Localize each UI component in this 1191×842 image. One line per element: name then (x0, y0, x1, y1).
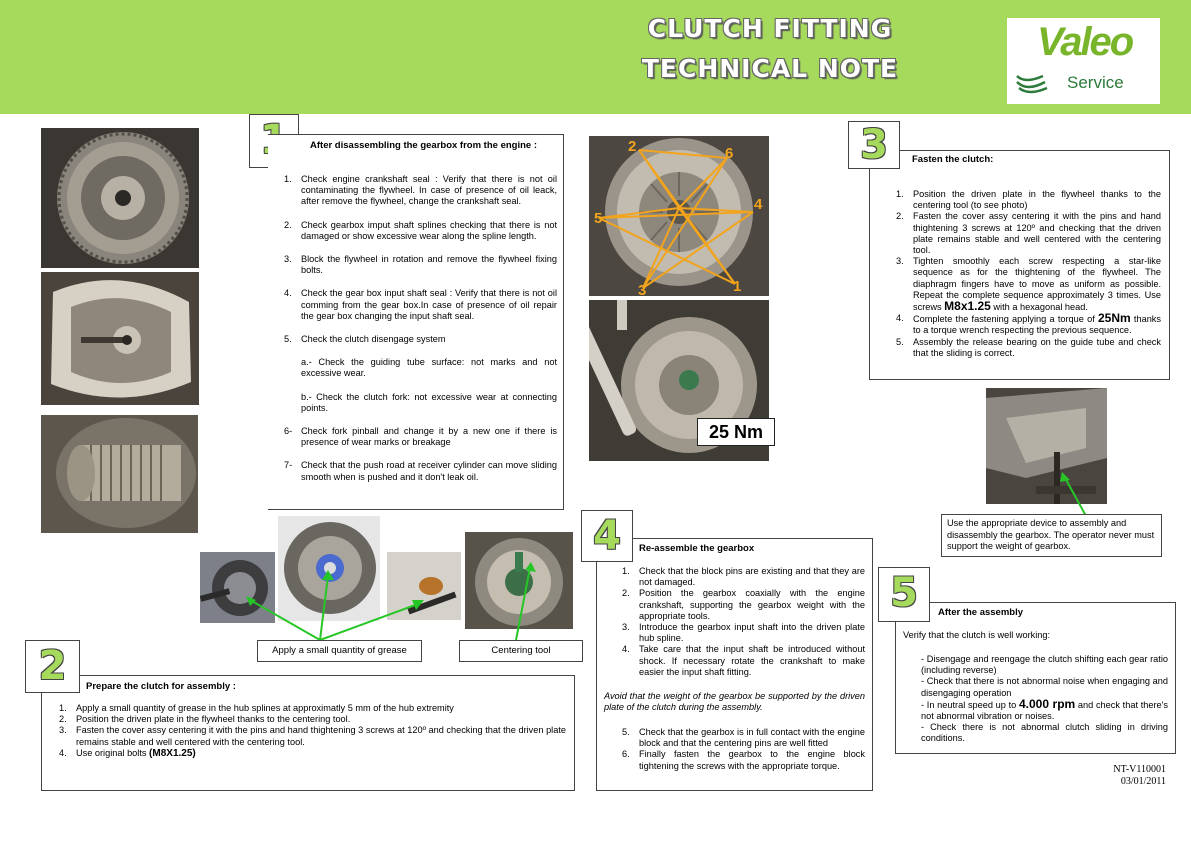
header-banner: CLUTCH FITTING TECHNICAL NOTE Valeo Serv… (0, 0, 1191, 114)
valeo-logo: Valeo Service (1007, 18, 1160, 104)
sequence-label: 1 (733, 278, 742, 295)
section3-step: 5.Assembly the release bearing on the gu… (896, 336, 1161, 358)
section5-heading: After the assembly (938, 607, 1024, 618)
section4-box (596, 538, 873, 791)
section1-step: 1.Check engine crankshaft seal : Verify … (284, 174, 557, 207)
torque-label: 25 Nm (697, 418, 775, 446)
sequence-label: 4 (754, 196, 763, 213)
section1-step: 3.Block the flywheel in rotation and rem… (284, 254, 557, 276)
document-date: 03/01/2011 (1120, 776, 1166, 787)
section5-line: - In neutral speed up to 4.000 rpm and c… (921, 696, 1168, 722)
section1-heading: After disassembling the gearbox from the… (310, 140, 537, 151)
section5-box (895, 602, 1176, 754)
photo-grease-tube (387, 552, 461, 620)
section2-step: 3.Fasten the cover assy centering it wit… (59, 725, 566, 747)
arrow-device-icon (1060, 472, 1087, 517)
section4-step: 5.Check that the gearbox is in full cont… (622, 727, 865, 749)
section1-step: 4.Check the gear box input shaft seal : … (284, 288, 557, 321)
section1-step: 7-Check that the push road at receiver c… (284, 460, 557, 482)
section3-heading: Fasten the clutch: (912, 154, 994, 165)
section3-steps: 1.Position the driven plate in the flywh… (896, 189, 1161, 359)
section3-step: 1.Position the driven plate in the flywh… (896, 189, 1161, 211)
section3-step: 4.Complete the fastening applying a torq… (896, 311, 1161, 336)
section1-step: 5.Check the clutch disengage system (284, 334, 446, 345)
section3-step: 2.Fasten the cover assy centering it wit… (896, 211, 1161, 256)
photo-gearbox-bell (41, 272, 199, 405)
section2-number: 2 (25, 640, 80, 693)
caption-device: Use the appropriate device to assembly a… (941, 514, 1162, 557)
section1-step: 2.Check gearbox imput shaft splines chec… (284, 219, 557, 241)
photo-centering-tool (465, 532, 573, 629)
section5-intro: Verify that the clutch is well working: (903, 630, 1051, 640)
section1-steps: 1.Check engine crankshaft seal : Verify … (284, 174, 557, 483)
section4-step: 6.Finally fasten the gearbox to the engi… (622, 749, 865, 771)
section2-box (41, 675, 575, 791)
section4-steps-a: 1.Check that the block pins are existing… (622, 566, 865, 678)
logo-word: Valeo (1037, 20, 1134, 64)
section4-step: 1.Check that the block pins are existing… (622, 566, 865, 588)
section1-substep: b.- Check the clutch fork: not excessive… (301, 391, 557, 413)
title-line2: TECHNICAL NOTE (641, 54, 899, 83)
section4-note: Avoid that the weight of the gearbox be … (604, 691, 865, 713)
section2-step: 1.Apply a small quantity of grease in th… (59, 703, 454, 713)
section5-number: 5 (878, 567, 930, 622)
document-code: NT-V110001 (1113, 764, 1166, 775)
arrow-centering-icon (515, 562, 536, 641)
section2-step: 2.Position the driven plate in the flywh… (59, 714, 351, 725)
caption-grease: Apply a small quantity of grease (257, 640, 422, 662)
photo-input-shaft (41, 415, 198, 533)
title-line1: CLUTCH FITTING (647, 14, 893, 43)
sequence-label: 5 (594, 210, 603, 227)
section5-lines: - Disengage and reengage the clutch shif… (921, 654, 1168, 745)
section4-heading: Re-assemble the gearbox (639, 543, 755, 554)
section1-step: 6-Check fork pinball and change it by a … (284, 426, 557, 448)
logo-swoosh-icon (1016, 74, 1048, 94)
section3-step: 3.Tighten smoothly each screw respecting… (896, 256, 1161, 314)
section2-heading: Prepare the clutch for assembly : (86, 681, 236, 692)
section4-step: 4.Take care that the input shaft be intr… (622, 644, 865, 677)
section4-step: 3.Introduce the gearbox input shaft into… (622, 622, 865, 644)
section4-number: 4 (581, 510, 633, 562)
section5-line: - Check that there is not abnormal noise… (921, 676, 1168, 698)
section2-step: 4.Use original bolts (M8X1.25) (59, 747, 196, 759)
caption-centering: Centering tool (459, 640, 583, 662)
section2-steps: 1.Apply a small quantity of grease in th… (59, 703, 566, 759)
section4-steps-b: 5.Check that the gearbox is in full cont… (622, 727, 865, 772)
sequence-label: 6 (725, 145, 734, 162)
section1-substep: a.- Check the guiding tube surface: not … (301, 357, 557, 379)
logo-sub: Service (1067, 73, 1124, 92)
section5-line: - Check there is not abnormal clutch sli… (921, 722, 1168, 744)
section1-box (268, 134, 564, 510)
photo-flywheel (41, 128, 199, 268)
arrows-grease-icon (246, 570, 424, 641)
photo-driven-plate (278, 516, 380, 621)
section4-step: 2.Position the gearbox coaxially with th… (622, 588, 865, 621)
section3-number-overlay: 3 (848, 121, 900, 169)
sequence-label: 2 (628, 138, 637, 155)
section5-line: - Disengage and reengage the clutch shif… (921, 654, 1168, 676)
section3-box (869, 150, 1170, 380)
sequence-label: 3 (638, 282, 647, 299)
photo-gearbox-lift (986, 388, 1107, 504)
photo-tightening-sequence (589, 136, 769, 296)
